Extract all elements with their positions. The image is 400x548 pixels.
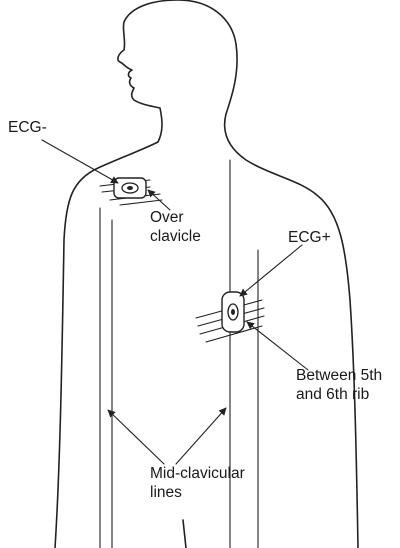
arrow-ecg-negative [42, 140, 118, 183]
label-between-ribs-line2: and 6th rib [296, 385, 382, 404]
label-over-clavicle: Over clavicle [150, 208, 201, 246]
label-mid-clavicular-line1: Mid-clavicular [150, 464, 245, 483]
ecg-positive-electrode [222, 292, 244, 332]
arrow-between-ribs [247, 322, 308, 370]
arrow-over-clavicle [148, 190, 170, 210]
label-over-clavicle-line1: Over [150, 208, 201, 227]
arrow-ecg-positive [240, 245, 302, 296]
label-ecg-negative: ECG- [8, 118, 47, 137]
arrow-mid-clavicular-left [108, 410, 164, 464]
label-ecg-positive: ECG+ [288, 228, 331, 247]
arrow-mid-clavicular-right [176, 408, 226, 464]
label-over-clavicle-line2: clavicle [150, 227, 201, 246]
label-between-ribs-line1: Between 5th [296, 366, 382, 385]
label-mid-clavicular-lines: Mid-clavicular lines [150, 464, 245, 502]
label-between-ribs: Between 5th and 6th rib [296, 366, 382, 404]
label-mid-clavicular-line2: lines [150, 483, 245, 502]
ecg-negative-electrode [114, 178, 146, 198]
